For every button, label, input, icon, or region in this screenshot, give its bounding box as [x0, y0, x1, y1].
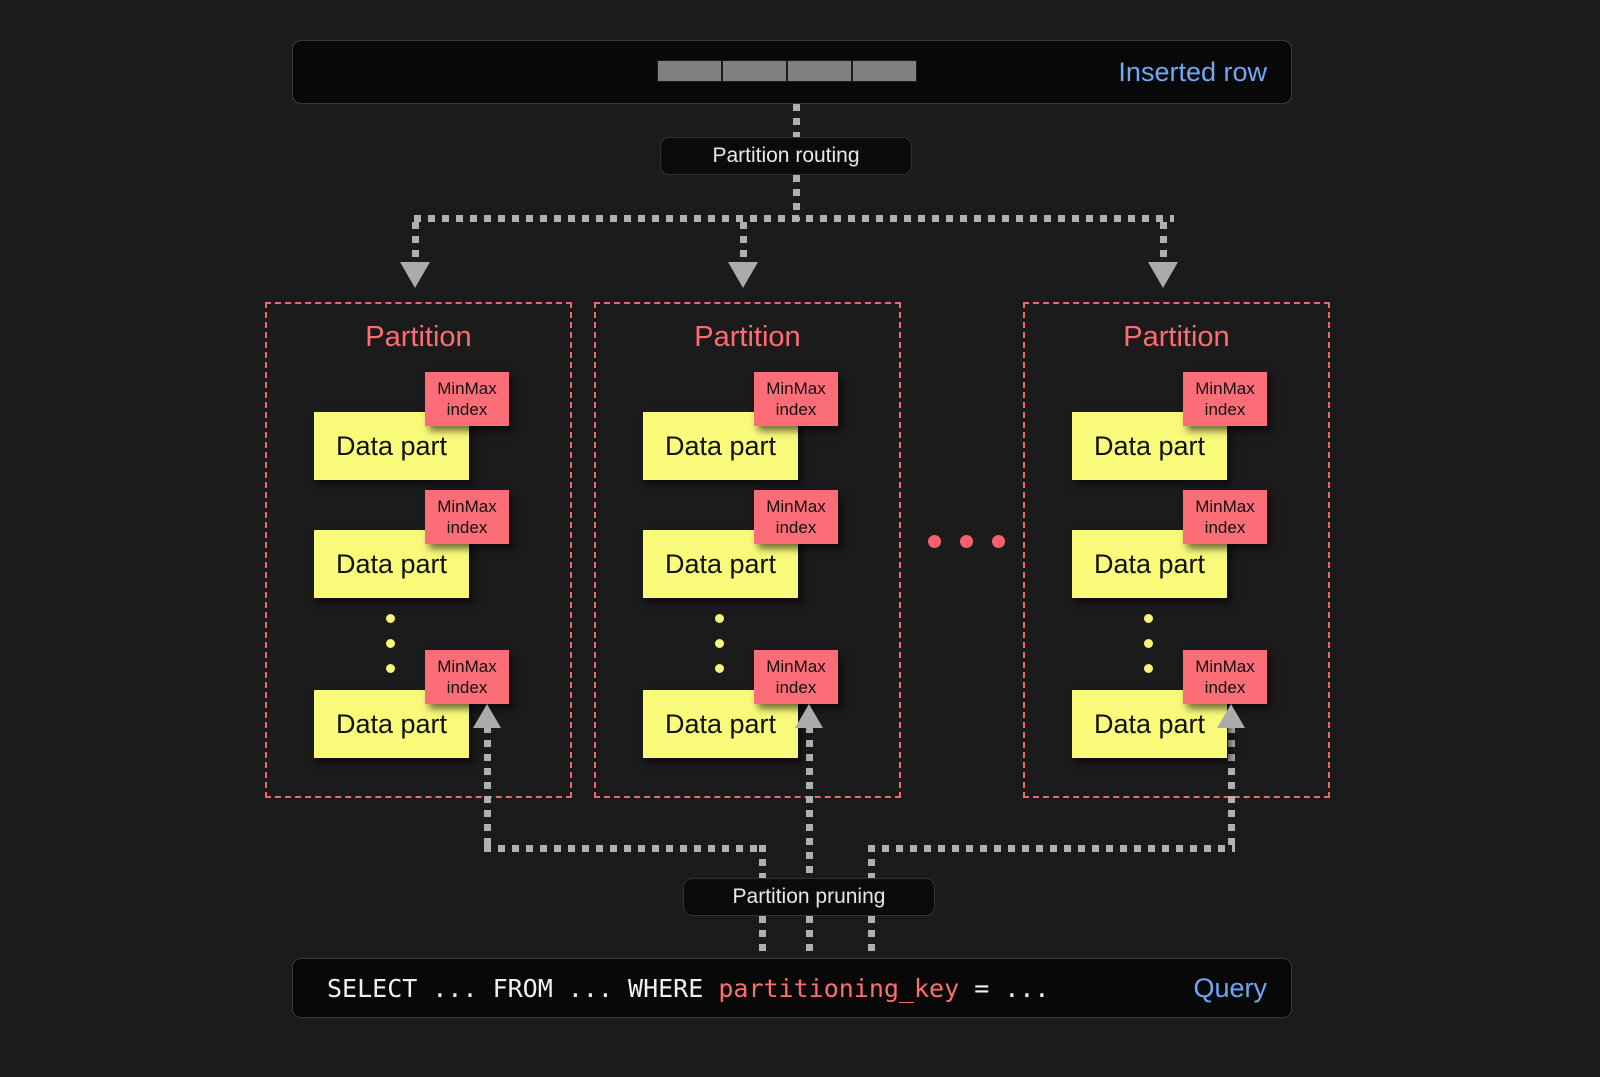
- connector-fanout-leg-1: [412, 222, 419, 270]
- minmax-index-label: MinMax index: [1195, 657, 1255, 697]
- connector-pruning-drop-right: [868, 845, 875, 881]
- partition-title: Partition: [694, 321, 801, 353]
- connector-pruning-leg-2: [806, 726, 813, 878]
- minmax-index-badge: MinMax index: [754, 650, 838, 704]
- partition-routing-label: Partition routing: [660, 137, 912, 175]
- arrow-up-icon-partition-3: [1217, 704, 1245, 728]
- partition-title: Partition: [1123, 321, 1230, 353]
- minmax-index-label: MinMax index: [437, 379, 497, 419]
- inserted-row-cells: [657, 60, 917, 82]
- connector-pruning-drop-left: [759, 845, 766, 881]
- connector-pruning-leg-3: [1228, 726, 1235, 846]
- data-part-box: Data part: [314, 530, 469, 598]
- inserted-row-label: Inserted row: [1118, 57, 1267, 87]
- query-prefix: SELECT ... FROM ... WHERE: [327, 974, 719, 1003]
- minmax-index-label: MinMax index: [1195, 497, 1255, 537]
- row-cell: [852, 60, 917, 82]
- row-cell: [787, 60, 852, 82]
- arrow-up-icon-partition-1: [473, 704, 501, 728]
- connector-pruning-to-query-1: [759, 916, 766, 956]
- arrow-down-icon-partition-1: [400, 262, 430, 288]
- minmax-index-badge: MinMax index: [754, 372, 838, 426]
- inserted-row-bar: Inserted row: [292, 40, 1292, 104]
- query-sql-text: SELECT ... FROM ... WHERE partitioning_k…: [327, 974, 1049, 1004]
- minmax-index-label: MinMax index: [1195, 379, 1255, 419]
- connector-fanout-leg-3: [1160, 222, 1167, 270]
- minmax-index-badge: MinMax index: [1183, 490, 1267, 544]
- vertical-ellipsis-dots: [715, 614, 724, 689]
- minmax-index-badge: MinMax index: [754, 490, 838, 544]
- connector-pruning-bus-left: [484, 845, 766, 852]
- vertical-ellipsis-dots: [1144, 614, 1153, 689]
- connector-pruning-leg-1: [484, 726, 491, 846]
- minmax-index-badge: MinMax index: [1183, 372, 1267, 426]
- minmax-index-badge: MinMax index: [1183, 650, 1267, 704]
- minmax-index-label: MinMax index: [766, 379, 826, 419]
- row-cell: [657, 60, 722, 82]
- arrow-down-icon-partition-2: [728, 262, 758, 288]
- query-suffix: = ...: [959, 974, 1050, 1003]
- query-partitioning-key: partitioning_key: [718, 974, 960, 1003]
- connector-routing-to-bus: [793, 175, 800, 221]
- minmax-index-label: MinMax index: [437, 657, 497, 697]
- query-bar: SELECT ... FROM ... WHERE partitioning_k…: [292, 958, 1292, 1018]
- minmax-index-label: MinMax index: [437, 497, 497, 537]
- connector-fanout-bus: [414, 215, 1174, 222]
- minmax-index-label: MinMax index: [766, 497, 826, 537]
- connector-row-to-routing: [793, 104, 800, 138]
- vertical-ellipsis-dots: [386, 614, 395, 689]
- connector-pruning-bus-right: [868, 845, 1235, 852]
- row-cell: [722, 60, 787, 82]
- minmax-index-badge: MinMax index: [425, 372, 509, 426]
- partition-pruning-label: Partition pruning: [683, 878, 935, 916]
- partitions-ellipsis: [928, 535, 1005, 548]
- minmax-index-badge: MinMax index: [425, 650, 509, 704]
- arrow-down-icon-partition-3: [1148, 262, 1178, 288]
- partition-title: Partition: [365, 321, 472, 353]
- minmax-index-badge: MinMax index: [425, 490, 509, 544]
- connector-pruning-to-query-3: [868, 916, 875, 956]
- connector-fanout-leg-2: [740, 222, 747, 270]
- connector-pruning-to-query-2: [806, 916, 813, 956]
- partition-box-2: Partition MinMax index Data part MinMax …: [594, 302, 901, 798]
- minmax-index-label: MinMax index: [766, 657, 826, 697]
- partition-box-3: Partition MinMax index Data part MinMax …: [1023, 302, 1330, 798]
- data-part-box: Data part: [314, 412, 469, 480]
- partition-box-1: Partition MinMax index Data part MinMax …: [265, 302, 572, 798]
- query-label: Query: [1193, 973, 1267, 1003]
- arrow-up-icon-partition-2: [795, 704, 823, 728]
